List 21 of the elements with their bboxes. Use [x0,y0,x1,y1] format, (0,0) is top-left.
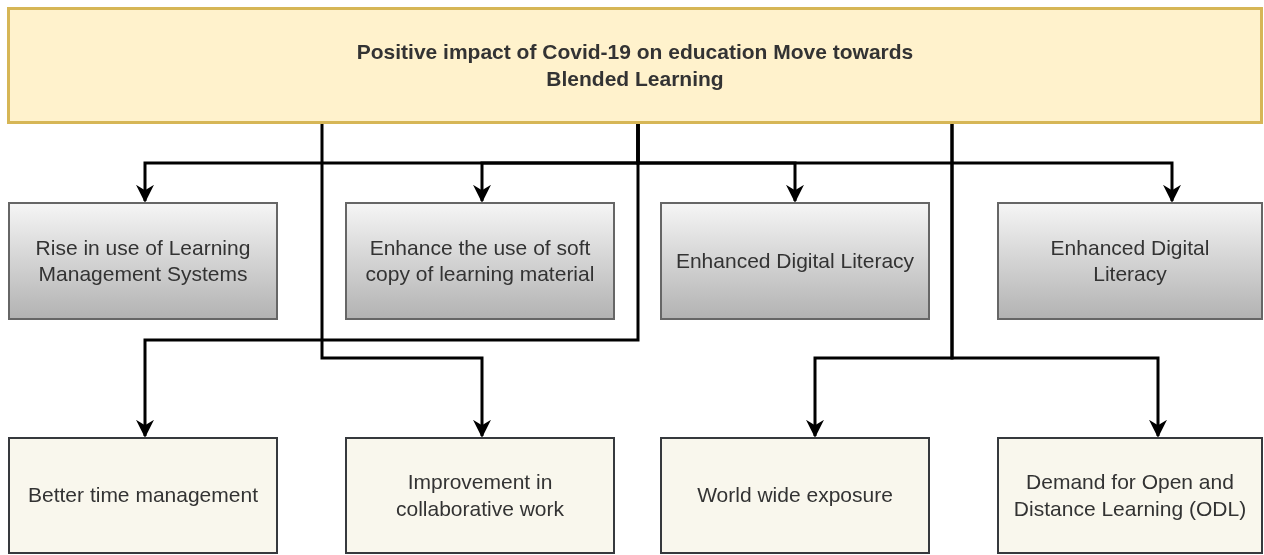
node-text: Enhanced Digital Literacy [1049,234,1211,287]
node-text: World wide exposure [697,482,893,509]
process-box [8,202,278,320]
node-text: Enhanced Digital Literacy [675,247,915,274]
process-box [345,202,615,320]
node-text: Positive impact of Covid-19 on education Move towards Blended Learning [355,39,915,92]
process-box [997,437,1263,554]
arrow [136,124,640,438]
process-box [345,437,615,554]
title-box [7,7,1263,124]
arrow [320,124,491,438]
node-text: Rise in use of Learning Management Systems [34,234,252,287]
node-text: Demand for Open and Distance Learning (ODL) [1012,469,1248,522]
process-box [660,202,930,320]
node-text: Enhance the use of soft copy of learning material [364,234,596,287]
node-text: Better time management [28,482,258,509]
arrow [950,124,1167,438]
process-box [997,202,1263,320]
process-box [8,437,278,554]
process-box [660,437,930,554]
node-text: Improvement in collaborative work [394,469,566,522]
